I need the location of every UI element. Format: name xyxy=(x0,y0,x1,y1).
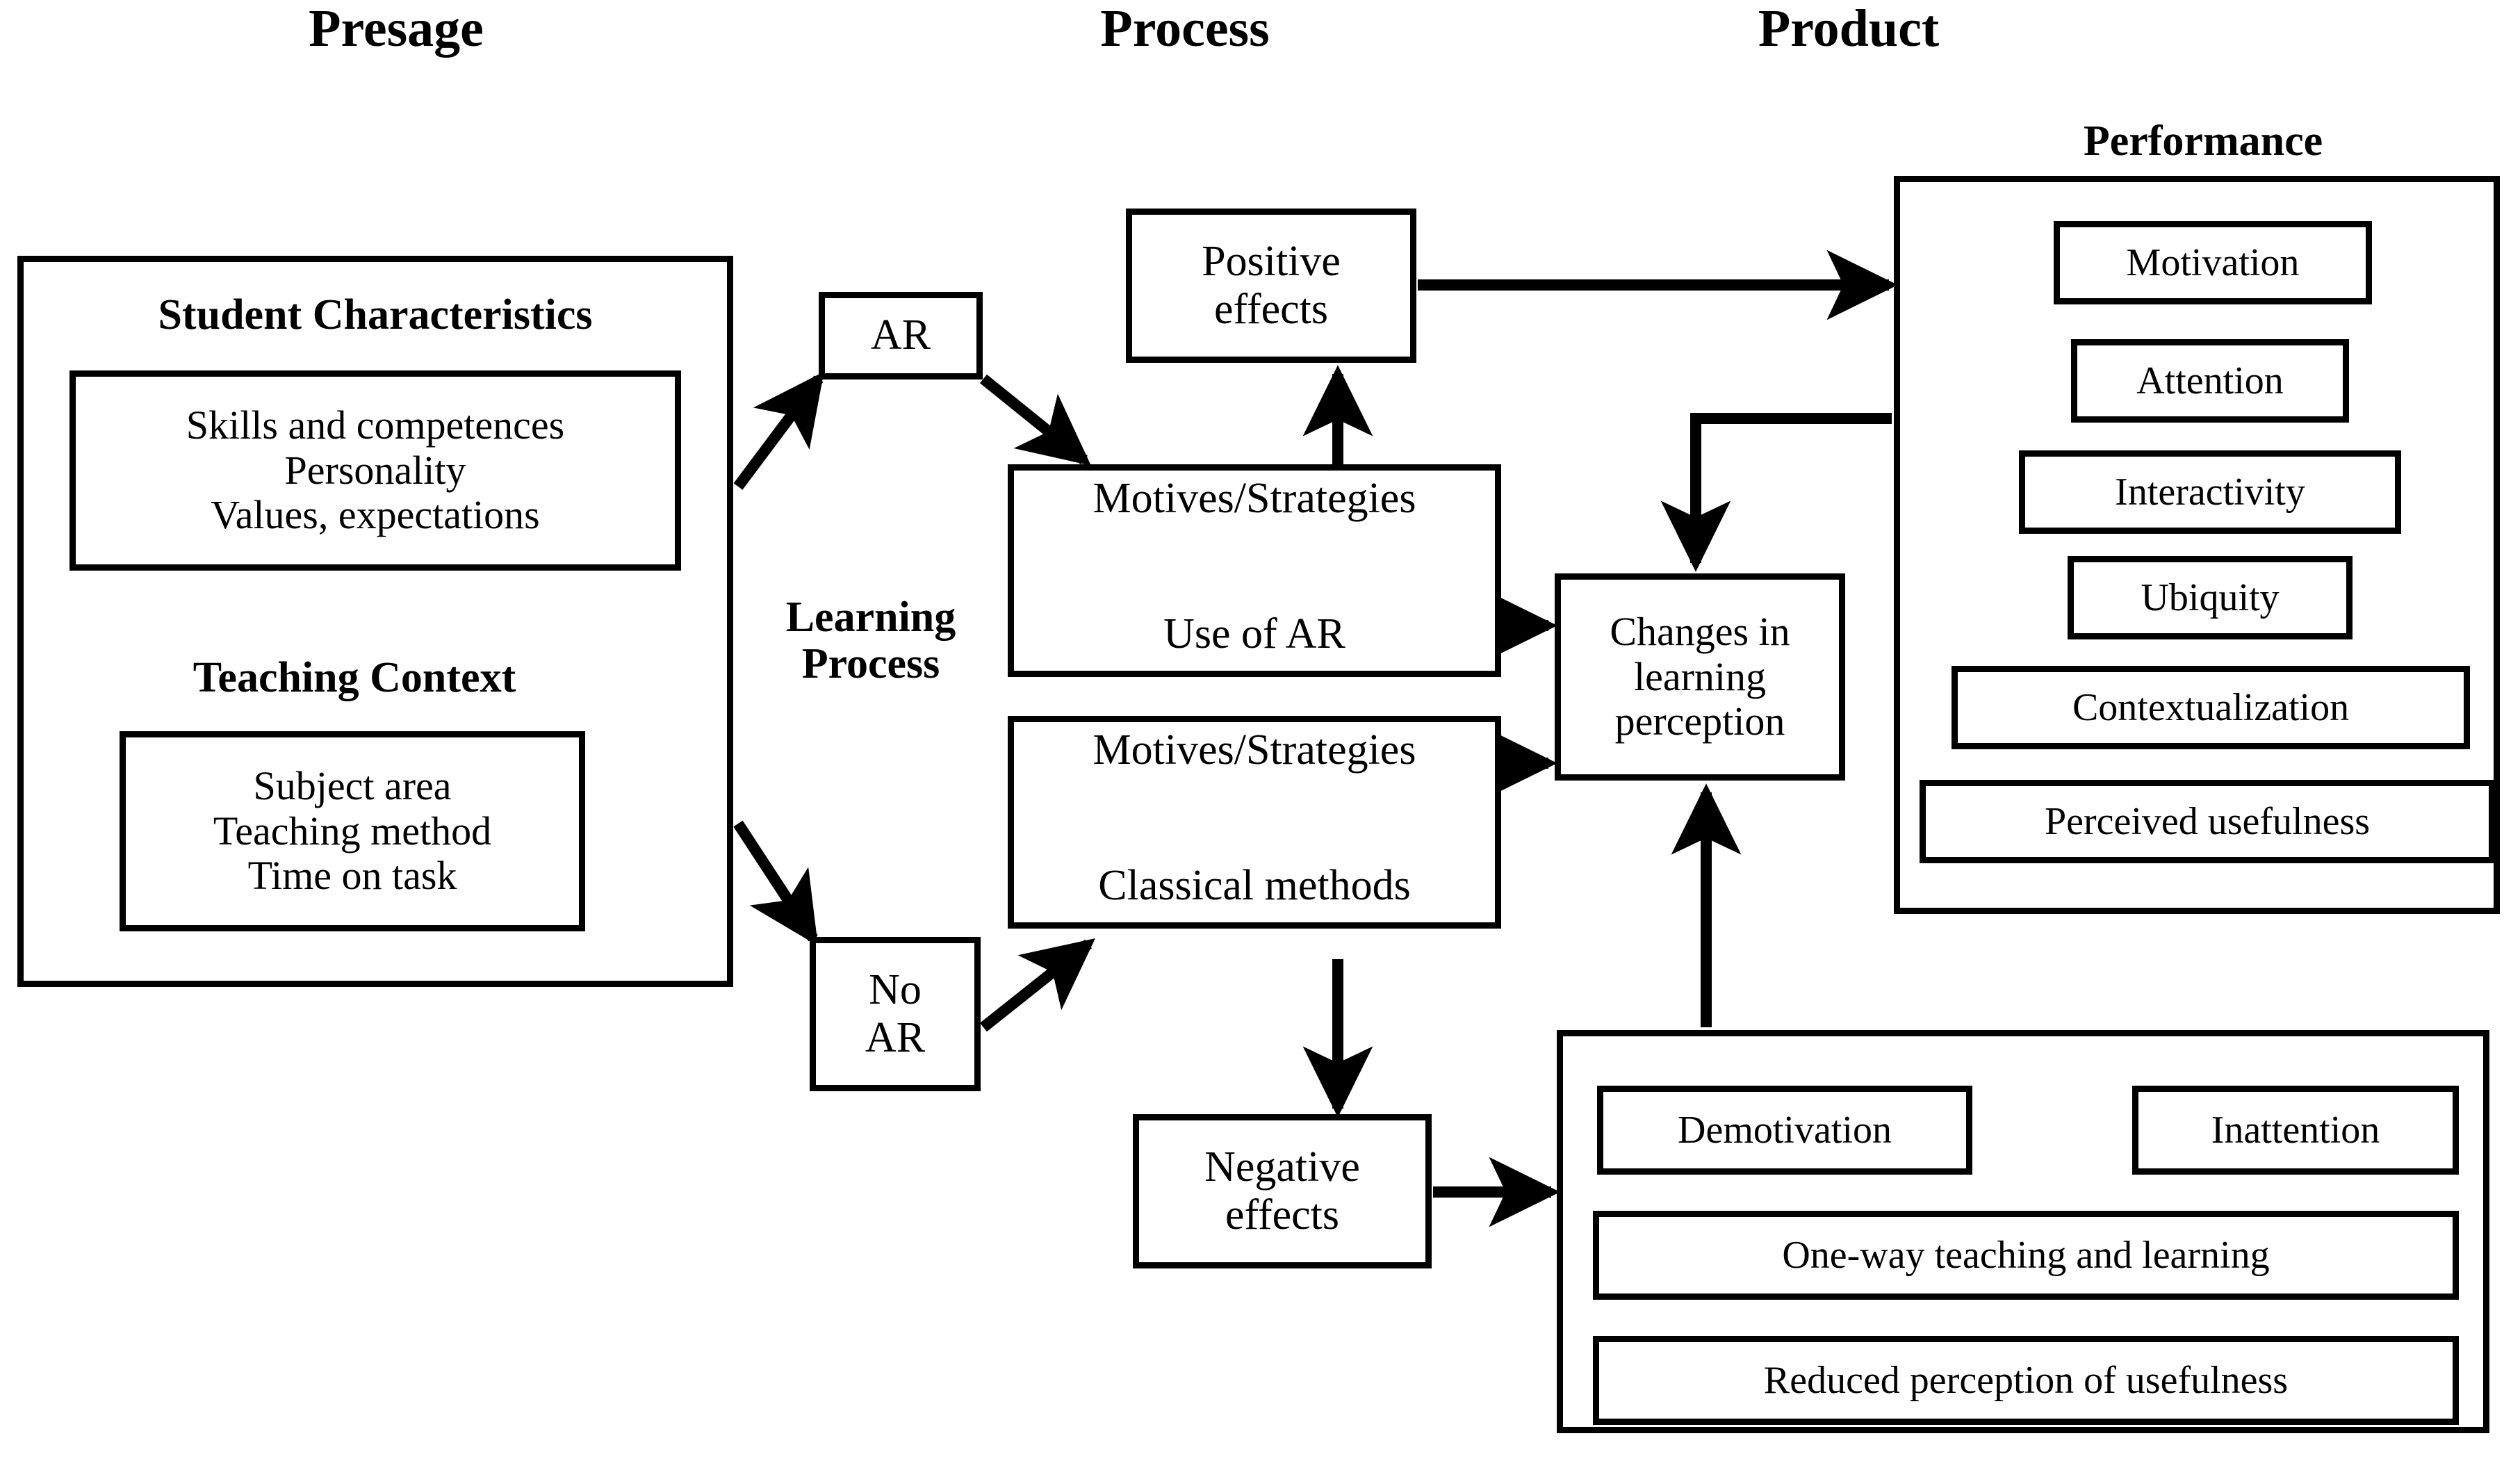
learning-process-label: Learning Process xyxy=(756,594,985,687)
arrow-presage-to-no-ar xyxy=(733,820,819,946)
stage-title-process: Process xyxy=(1100,0,1270,58)
no-ar-node-label: No AR xyxy=(865,965,926,1061)
arrow-performance-to-changes-elbow xyxy=(1660,413,1892,572)
negative-outcomes-group-box xyxy=(1557,1030,2489,1433)
stage-title-presage: Presage xyxy=(309,0,484,58)
arrow-presage-to-ar xyxy=(733,371,824,490)
negative-outcome-reduced-perception-label: Reduced perception of usefulness xyxy=(1763,1358,2289,1402)
negative-outcome-one-way-teaching-label: One-way teaching and learning xyxy=(1782,1233,2270,1277)
ar-motives-strategies-top-label: Motives/Strategies xyxy=(1093,475,1416,522)
performance-heading: Performance xyxy=(2083,117,2323,165)
negative-outcome-inattention: Inattention xyxy=(2132,1086,2459,1175)
changes-in-learning-perception-label: Changes in learning perception xyxy=(1610,608,1790,744)
student-characteristics-items: Skills and competences Personality Value… xyxy=(186,402,565,538)
no-ar-node-box: No AR xyxy=(810,937,981,1091)
use-of-ar-label: Use of AR xyxy=(1163,610,1345,658)
classical-methods-label: Classical methods xyxy=(1098,861,1411,909)
ar-motives-strategies-box: Motives/Strategies Use of AR xyxy=(1008,464,1501,677)
presage-group-box xyxy=(17,256,733,987)
arrow-ar-to-ar-motives xyxy=(979,374,1091,466)
performance-item-ubiquity: Ubiquity xyxy=(2068,556,2353,639)
ar-node-label: AR xyxy=(870,311,931,359)
stage-title-product: Product xyxy=(1758,0,1940,58)
student-characteristics-box: Skills and competences Personality Value… xyxy=(69,370,681,571)
performance-group-box xyxy=(1894,176,2500,914)
performance-item-attention-label: Attention xyxy=(2136,359,2284,402)
teaching-context-items: Subject area Teaching method Time on tas… xyxy=(213,762,492,899)
performance-item-contextualization-label: Contextualization xyxy=(2072,685,2350,729)
positive-effects-label: Positive effects xyxy=(1202,237,1341,333)
performance-item-ubiquity-label: Ubiquity xyxy=(2141,576,2280,619)
negative-effects-label: Negative effects xyxy=(1204,1143,1360,1239)
performance-item-perceived-usefulness-label: Perceived usefulness xyxy=(2044,799,2371,843)
classical-motives-strategies-top-label: Motives/Strategies xyxy=(1093,726,1416,774)
teaching-context-box: Subject area Teaching method Time on tas… xyxy=(120,731,585,931)
performance-item-motivation-label: Motivation xyxy=(2126,240,2300,284)
performance-item-interactivity-label: Interactivity xyxy=(2115,470,2305,514)
negative-outcome-demotivation-label: Demotivation xyxy=(1678,1108,1892,1152)
teaching-context-heading: Teaching Context xyxy=(193,654,516,701)
negative-outcome-one-way-teaching: One-way teaching and learning xyxy=(1593,1211,2459,1300)
ar-node-box: AR xyxy=(819,292,983,379)
learning-process-text: Learning Process xyxy=(785,594,956,687)
changes-in-learning-perception-box: Changes in learning perception xyxy=(1555,573,1845,781)
performance-item-interactivity: Interactivity xyxy=(2019,450,2401,534)
student-characteristics-heading: Student Characteristics xyxy=(158,291,593,338)
performance-item-contextualization: Contextualization xyxy=(1952,666,2470,749)
negative-effects-box: Negative effects xyxy=(1133,1114,1432,1268)
performance-item-motivation: Motivation xyxy=(2054,221,2372,304)
classical-motives-strategies-box: Motives/Strategies Classical methods xyxy=(1008,716,1501,929)
negative-outcome-reduced-perception: Reduced perception of usefulness xyxy=(1593,1336,2459,1425)
positive-effects-box: Positive effects xyxy=(1126,209,1416,363)
negative-outcome-inattention-label: Inattention xyxy=(2211,1108,2380,1152)
arrow-no-ar-to-classical-motives xyxy=(980,938,1096,1032)
negative-outcome-demotivation: Demotivation xyxy=(1597,1086,1972,1175)
performance-item-perceived-usefulness: Perceived usefulness xyxy=(1920,780,2495,863)
performance-item-attention: Attention xyxy=(2071,339,2349,423)
